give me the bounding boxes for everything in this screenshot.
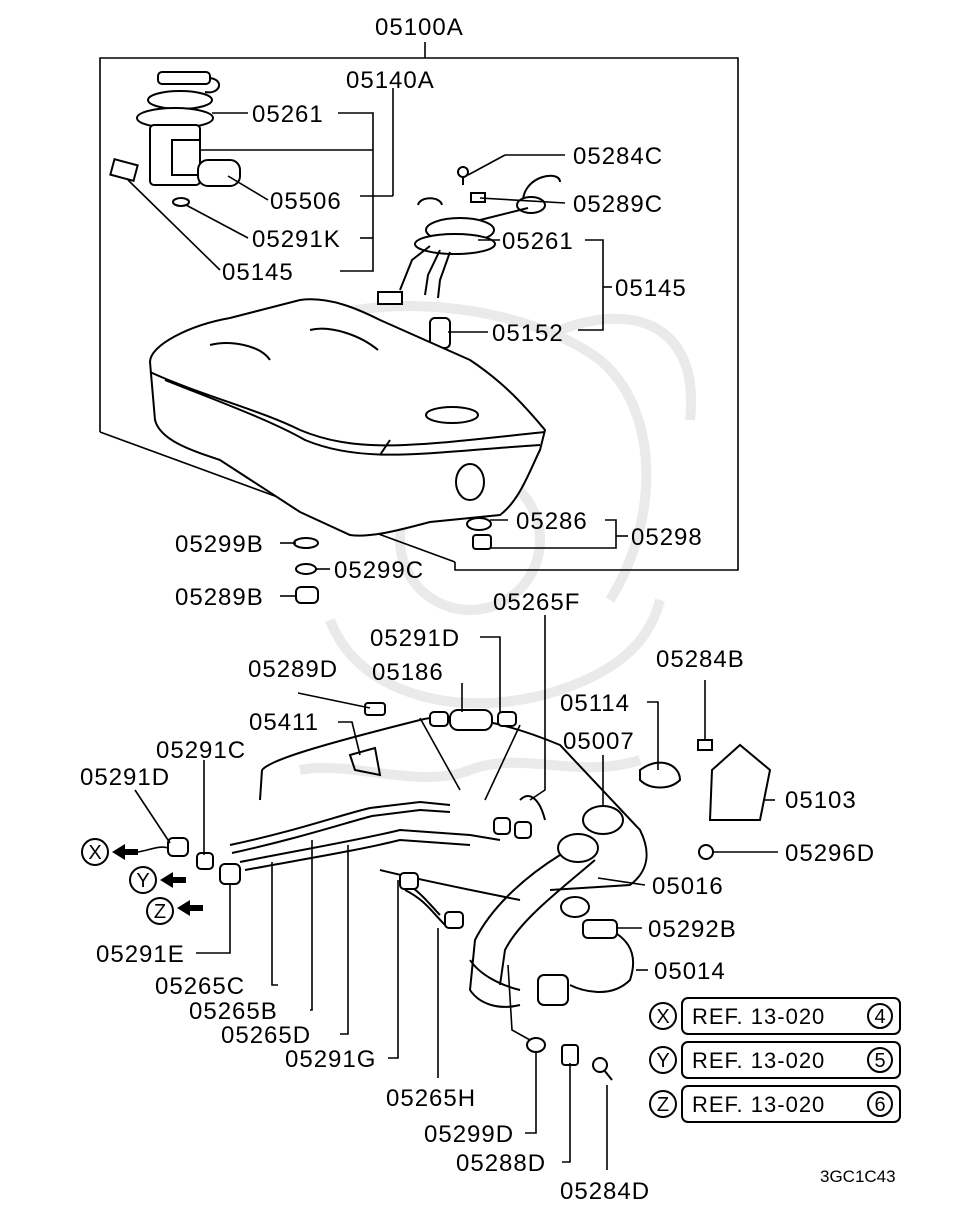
label-05292B: 05292B xyxy=(648,916,737,943)
label-05291G: 05291G xyxy=(285,1046,376,1073)
reference-x-number: 4 xyxy=(874,1006,885,1028)
label-05007: 05007 xyxy=(563,728,635,755)
label-05014: 05014 xyxy=(654,958,726,985)
reference-z-marker: Z xyxy=(657,1094,669,1116)
drain-plug-parts xyxy=(293,517,492,604)
label-05289C: 05289C xyxy=(573,191,663,218)
label-05298: 05298 xyxy=(631,524,703,551)
direction-marker-x-circle xyxy=(81,838,109,866)
label-05284D: 05284D xyxy=(560,1178,650,1205)
reference-y-marker: Y xyxy=(656,1050,669,1072)
label-05291E: 05291E xyxy=(96,941,185,968)
fuel-pump-module xyxy=(109,71,241,207)
label-05291D-top: 05291D xyxy=(370,625,460,652)
label-05286: 05286 xyxy=(516,508,588,535)
label-05299B: 05299B xyxy=(175,531,264,558)
lower-leader-lines xyxy=(134,615,778,1170)
label-05291C: 05291C xyxy=(156,737,246,764)
label-05016: 05016 xyxy=(652,873,724,900)
arrow-z-icon xyxy=(177,900,203,916)
upper-part-labels: 05261 05506 05291K 05145 05284C 05289C 0… xyxy=(175,101,703,611)
reference-y: Y REF. 13-020 5 xyxy=(649,1041,901,1079)
arrow-y-icon xyxy=(160,872,186,888)
reference-z-text: REF. 13-020 xyxy=(692,1092,825,1117)
direction-marker-y: Y xyxy=(136,870,149,892)
reference-y-number: 5 xyxy=(874,1050,885,1072)
label-05103: 05103 xyxy=(785,787,857,814)
label-05289B: 05289B xyxy=(175,584,264,611)
direction-marker-x: X xyxy=(88,842,101,864)
reference-x-text: REF. 13-020 xyxy=(692,1004,825,1029)
label-05299D: 05299D xyxy=(424,1121,514,1148)
hose-clips xyxy=(167,702,613,1081)
label-05284B: 05284B xyxy=(656,646,745,673)
label-05506: 05506 xyxy=(270,188,342,215)
label-05265H: 05265H xyxy=(386,1085,476,1112)
reference-z: Z REF. 13-020 6 xyxy=(649,1085,901,1123)
label-05265D: 05265D xyxy=(221,1022,311,1049)
label-05261-pump: 05261 xyxy=(252,101,324,128)
reference-z-number: 6 xyxy=(874,1094,885,1116)
fuel-tank xyxy=(148,298,547,537)
direction-arrows: X Y Z xyxy=(81,838,203,925)
label-05114: 05114 xyxy=(560,690,630,717)
label-05291D-left: 05291D xyxy=(80,764,170,791)
reference-y-text: REF. 13-020 xyxy=(692,1048,825,1073)
label-05411: 05411 xyxy=(249,709,319,736)
reference-x: X REF. 13-020 4 xyxy=(649,997,901,1035)
label-05100A: 05100A xyxy=(375,14,464,41)
direction-marker-y-circle xyxy=(129,866,157,894)
diagram-code: 3GC1C43 xyxy=(820,1167,896,1186)
label-05265B: 05265B xyxy=(189,998,278,1025)
upper-leader-lines xyxy=(127,88,628,597)
reference-x-marker: X xyxy=(656,1006,669,1028)
direction-marker-z: Z xyxy=(154,901,166,923)
label-05288D: 05288D xyxy=(456,1150,546,1177)
label-05145-pump: 05145 xyxy=(222,259,294,286)
reference-list: X REF. 13-020 4 Y REF. 13-020 5 Z REF. 1… xyxy=(649,997,901,1123)
lower-part-labels: 05265F 05291D 05186 05289D 05284B 05114 … xyxy=(80,589,875,1205)
label-05265F: 05265F xyxy=(493,589,580,616)
label-05152: 05152 xyxy=(492,320,564,347)
direction-marker-z-circle xyxy=(146,897,174,925)
label-05145-sender: 05145 xyxy=(615,275,687,302)
label-05186: 05186 xyxy=(372,659,444,686)
label-05299C: 05299C xyxy=(334,557,424,584)
fuel-lines xyxy=(229,795,546,926)
label-05296D: 05296D xyxy=(785,840,875,867)
label-05289D: 05289D xyxy=(248,656,338,683)
label-05284C: 05284C xyxy=(573,143,663,170)
watermark-emblem xyxy=(297,301,697,782)
arrow-x-icon xyxy=(112,844,138,860)
label-05140A: 05140A xyxy=(346,67,435,94)
assembly-labels: 05100A 05140A xyxy=(346,14,464,94)
label-05261-sender: 05261 xyxy=(502,228,574,255)
label-05291K: 05291K xyxy=(252,226,341,253)
label-05265C: 05265C xyxy=(155,973,245,1000)
